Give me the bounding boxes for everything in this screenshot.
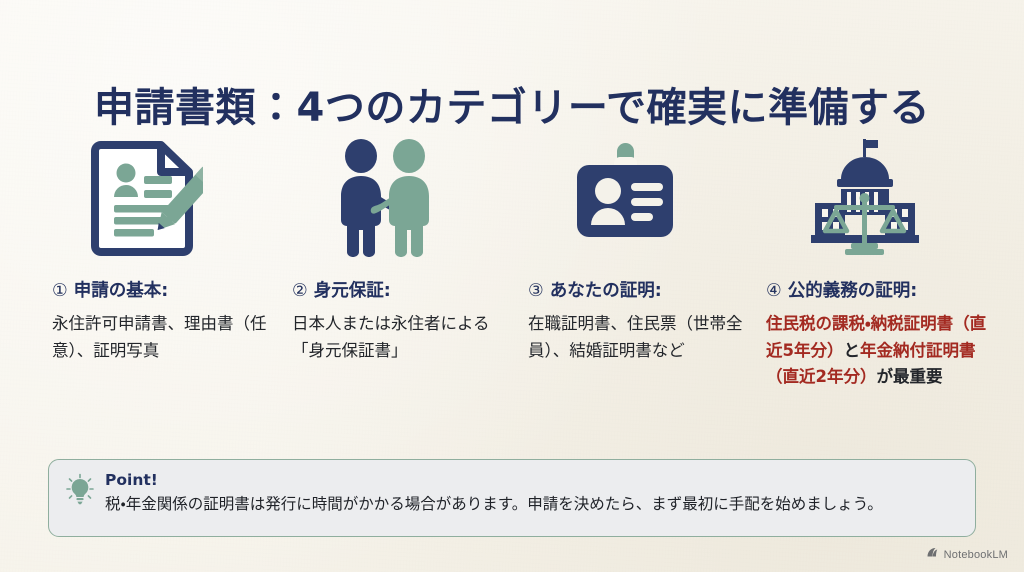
notebooklm-logo-icon bbox=[926, 546, 939, 564]
category-number-2: ② bbox=[292, 281, 308, 301]
icon-cell-4 bbox=[795, 132, 935, 260]
lightbulb-icon bbox=[65, 473, 95, 507]
government-building-scales-icon bbox=[807, 135, 923, 257]
watermark-label: NotebookLM bbox=[943, 549, 1008, 561]
category-title-4: 公的義務の証明: bbox=[787, 281, 918, 301]
point-callout-box: Point! 税・年金関係の証明書は発行に時間がかかる場合があります。申請を決め… bbox=[48, 459, 976, 537]
icon-cell-2 bbox=[315, 132, 455, 260]
category-title-2: 身元保証: bbox=[313, 281, 391, 301]
category-run: 日本人または永住者による「身元保証書」 bbox=[292, 314, 490, 360]
id-badge-icon bbox=[567, 135, 683, 257]
category-number-3: ③ bbox=[528, 281, 544, 301]
category-run: 永住許可申請書、理由書（任意）、証明写真 bbox=[52, 314, 267, 360]
category-column-4: ④ 公的義務の証明: 住民税の課税・納税証明書（直近5年分）と年金納付証明書（直… bbox=[766, 281, 988, 391]
point-content: Point! 税・年金関係の証明書は発行に時間がかかる場合があります。申請を決め… bbox=[105, 471, 957, 517]
category-heading-2: ② 身元保証: bbox=[292, 281, 507, 302]
icon-cell-3 bbox=[555, 132, 695, 260]
category-run-dark: が最重要 bbox=[876, 367, 943, 387]
category-heading-1: ① 申請の基本: bbox=[52, 281, 267, 302]
category-number-1: ① bbox=[52, 281, 68, 301]
category-title-3: あなたの証明: bbox=[549, 281, 662, 301]
two-people-handshake-icon bbox=[327, 135, 443, 257]
category-heading-4: ④ 公的義務の証明: bbox=[766, 281, 988, 302]
document-with-pencil-icon bbox=[87, 135, 203, 257]
watermark: NotebookLM bbox=[926, 546, 1008, 564]
category-run-highlight: 住民税の課税・納税証明書（直近5年分） bbox=[766, 314, 987, 360]
category-run-highlight: 年金納付証明書（直近2年分） bbox=[766, 340, 976, 387]
icon-cell-1 bbox=[75, 132, 215, 260]
category-column-3: ③ あなたの証明: 在職証明書、住民票（世帯全員）、結婚証明書など bbox=[528, 281, 743, 364]
category-title-1: 申請の基本: bbox=[73, 281, 169, 301]
category-body-3: 在職証明書、住民票（世帯全員）、結婚証明書など bbox=[528, 311, 743, 364]
category-run-dark: と bbox=[843, 340, 860, 360]
icon-row bbox=[30, 132, 994, 260]
category-column-1: ① 申請の基本: 永住許可申請書、理由書（任意）、証明写真 bbox=[52, 281, 267, 364]
point-text: 税・年金関係の証明書は発行に時間がかかる場合があります。申請を決めたら、まず最初… bbox=[105, 495, 883, 514]
category-number-4: ④ bbox=[766, 281, 782, 301]
category-column-2: ② 身元保証: 日本人または永住者による「身元保証書」 bbox=[292, 281, 507, 364]
category-run: 在職証明書、住民票（世帯全員）、結婚証明書など bbox=[528, 314, 743, 360]
category-body-2: 日本人または永住者による「身元保証書」 bbox=[292, 311, 507, 364]
category-body-4: 住民税の課税・納税証明書（直近5年分）と年金納付証明書（直近2年分）が最重要 bbox=[766, 311, 988, 391]
page-title: 申請書類：4つのカテゴリーで確実に準備する bbox=[94, 84, 930, 131]
category-heading-3: ③ あなたの証明: bbox=[528, 281, 743, 302]
category-columns: ① 申請の基本: 永住許可申請書、理由書（任意）、証明写真 ② 身元保証: 日本… bbox=[0, 281, 1024, 441]
category-body-1: 永住許可申請書、理由書（任意）、証明写真 bbox=[52, 311, 267, 364]
point-title: Point! bbox=[105, 471, 158, 489]
